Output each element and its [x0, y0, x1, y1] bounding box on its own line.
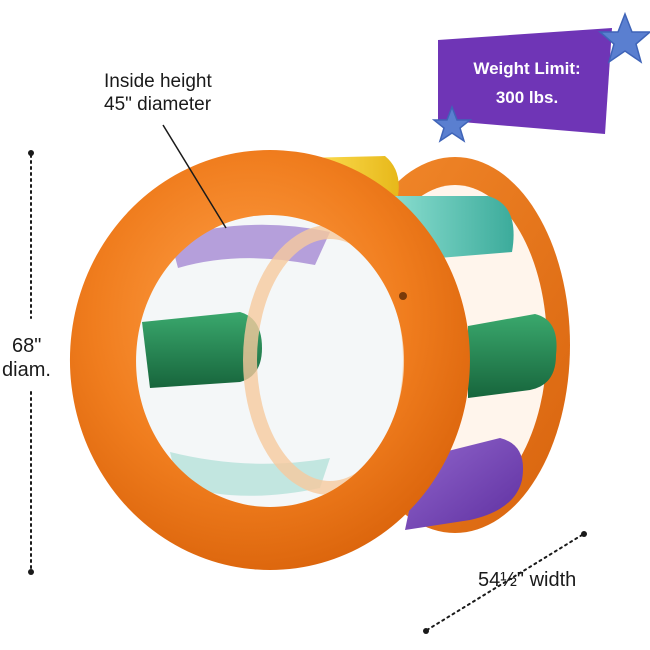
cylinder-interior	[135, 212, 417, 508]
height-label: 68" diam.	[2, 334, 51, 382]
star-small-icon	[431, 104, 473, 143]
weight-limit-text: Weight Limit: 300 lbs.	[452, 54, 602, 112]
height-line1: 68"	[12, 335, 42, 357]
inside-height-line1: Inside height	[104, 71, 212, 92]
front-ring	[69, 150, 470, 570]
star-large-icon	[597, 11, 650, 64]
width-label: 54½" width	[478, 569, 577, 591]
bolster-green-right	[468, 314, 557, 398]
width-dimension-line	[423, 531, 587, 634]
weight-limit-line1: Weight Limit:	[473, 59, 581, 78]
valve-icon	[399, 292, 407, 300]
weight-limit-badge	[438, 28, 612, 134]
height-line2: diam.	[2, 359, 51, 381]
weight-limit-line2: 300 lbs.	[495, 88, 559, 107]
inside-height-line2: 45" diameter	[104, 94, 212, 115]
inside-height-label: Inside height 45" diameter	[104, 70, 212, 116]
inside-height-leader	[162, 124, 227, 229]
height-dimension-line	[28, 150, 34, 575]
